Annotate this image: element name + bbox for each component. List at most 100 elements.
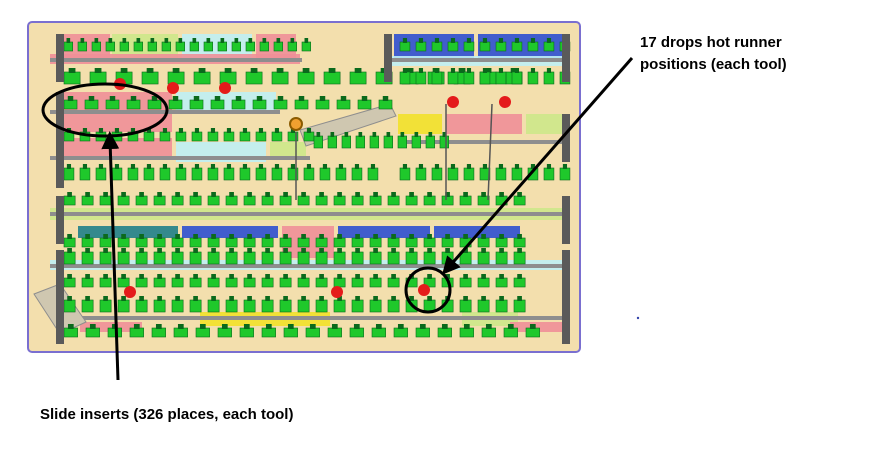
slide-insert-pin xyxy=(103,192,108,197)
slide-insert-icon xyxy=(129,327,144,338)
slide-insert-pin xyxy=(214,96,221,101)
slide-insert-icon xyxy=(527,71,539,85)
slide-insert-icon xyxy=(223,167,235,181)
slide-insert-pin xyxy=(485,324,492,329)
slide-insert-icon xyxy=(303,167,315,181)
slide-insert-icon xyxy=(387,195,400,206)
slide-insert-icon xyxy=(223,131,235,142)
slide-insert-icon xyxy=(313,135,323,149)
slide-insert-pin xyxy=(562,164,568,169)
slide-insert-icon xyxy=(255,131,267,142)
slide-insert-icon xyxy=(219,71,237,85)
slide-insert-icon xyxy=(85,327,100,338)
slide-insert-pin xyxy=(67,248,72,253)
slide-insert-icon xyxy=(151,327,166,338)
slide-insert-icon xyxy=(441,237,454,248)
slide-insert-pin xyxy=(211,248,216,253)
slide-insert-pin xyxy=(229,192,234,197)
slide-insert-icon xyxy=(243,195,256,206)
slide-insert-icon xyxy=(513,195,526,206)
slide-insert-pin xyxy=(498,68,504,73)
slide-insert-icon xyxy=(378,99,393,110)
red-dot-icon xyxy=(418,284,430,296)
end-cap xyxy=(56,140,64,188)
slide-insert-pin xyxy=(242,128,248,133)
slide-insert-pin xyxy=(517,296,522,301)
slide-insert-icon xyxy=(207,131,219,142)
end-cap xyxy=(384,34,392,82)
slide-insert-pin xyxy=(445,274,450,279)
slide-insert-icon xyxy=(351,167,363,181)
slide-insert-pin xyxy=(434,38,440,43)
rail xyxy=(50,156,310,160)
slide-insert-icon xyxy=(399,167,411,181)
slide-insert-icon xyxy=(191,167,203,181)
slide-insert-pin xyxy=(484,68,492,73)
insert-block xyxy=(526,114,564,134)
slide-insert-pin xyxy=(82,128,88,133)
slide-insert-icon xyxy=(153,251,166,265)
end-cap xyxy=(56,92,64,140)
slide-insert-icon xyxy=(511,71,523,85)
slide-insert-icon xyxy=(335,167,347,181)
slide-insert-icon xyxy=(333,299,346,313)
slide-insert-pin xyxy=(463,234,468,239)
slide-insert-icon xyxy=(463,71,475,85)
slide-insert-icon xyxy=(173,327,188,338)
slide-insert-pin xyxy=(114,164,120,169)
end-cap xyxy=(562,34,570,82)
slide-insert-icon xyxy=(171,251,184,265)
slide-insert-icon xyxy=(327,327,342,338)
slide-insert-icon xyxy=(477,277,490,288)
slide-insert-pin xyxy=(235,96,242,101)
slide-insert-icon xyxy=(333,237,346,248)
slide-insert-pin xyxy=(499,234,504,239)
slide-insert-pin xyxy=(85,192,90,197)
slide-insert-pin xyxy=(355,296,360,301)
slide-insert-pin xyxy=(450,68,456,73)
slide-insert-pin xyxy=(283,192,288,197)
slide-insert-pin xyxy=(391,234,396,239)
slide-insert-icon xyxy=(99,277,112,288)
slide-insert-pin xyxy=(109,96,116,101)
slide-insert-pin xyxy=(442,132,447,137)
slide-insert-pin xyxy=(419,324,426,329)
slide-insert-icon xyxy=(405,237,418,248)
slide-insert-icon xyxy=(167,71,185,85)
slide-insert-pin xyxy=(265,296,270,301)
slide-insert-icon xyxy=(297,251,310,265)
slide-insert-pin xyxy=(130,164,136,169)
slide-insert-pin xyxy=(221,324,228,329)
slide-insert-icon xyxy=(423,195,436,206)
slide-insert-pin xyxy=(193,296,198,301)
insert-block xyxy=(434,226,520,238)
end-cap xyxy=(562,296,570,344)
slide-insert-pin xyxy=(481,248,486,253)
slide-insert-pin xyxy=(155,324,162,329)
slide-insert-pin xyxy=(466,164,472,169)
slide-insert-pin xyxy=(258,164,264,169)
end-cap xyxy=(56,296,64,344)
slide-insert-icon xyxy=(297,237,310,248)
slide-insert-icon xyxy=(175,167,187,181)
slide-insert-pin xyxy=(463,248,468,253)
slide-insert-icon xyxy=(261,327,276,338)
slide-insert-pin xyxy=(517,274,522,279)
slide-insert-icon xyxy=(333,277,346,288)
slide-insert-icon xyxy=(441,195,454,206)
slide-insert-pin xyxy=(265,248,270,253)
slide-insert-pin xyxy=(498,164,504,169)
slide-insert-icon xyxy=(315,251,328,265)
slide-insert-icon xyxy=(207,251,220,265)
slide-insert-pin xyxy=(67,96,74,101)
slide-insert-icon xyxy=(81,195,94,206)
slide-insert-pin xyxy=(546,38,552,43)
slide-insert-pin xyxy=(319,248,324,253)
slide-insert-pin xyxy=(382,96,389,101)
runner-line xyxy=(487,103,493,201)
slide-insert-icon xyxy=(431,167,443,181)
slide-insert-icon xyxy=(243,251,256,265)
slide-insert-icon xyxy=(369,135,379,149)
slide-insert-icon xyxy=(341,135,351,149)
slide-insert-pin xyxy=(445,248,450,253)
